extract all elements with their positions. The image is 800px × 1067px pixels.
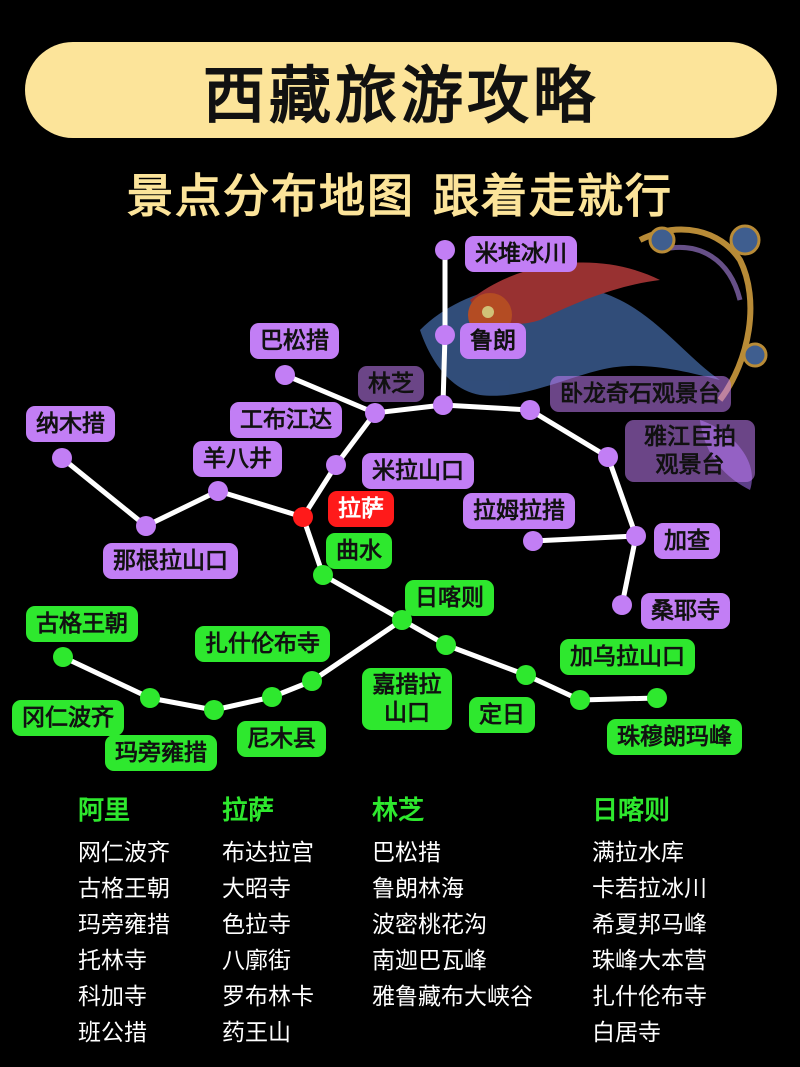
- title-banner: 西藏旅游攻略: [25, 42, 777, 138]
- list-item: 八廓街: [222, 948, 291, 974]
- label-ri-ka-ze[interactable]: 日喀则: [405, 580, 494, 616]
- stop-dot-mi-la[interactable]: [326, 455, 346, 475]
- stop-dot-yang-ba[interactable]: [208, 481, 228, 501]
- route-line-hub: [300, 410, 378, 578]
- region-column-ali: 阿里 网仁波齐 古格王朝 玛旁雍措 托林寺 科加寺 班公措: [78, 790, 170, 1051]
- label-mi-la[interactable]: 米拉山口: [362, 453, 474, 489]
- page-title: 西藏旅游攻略: [202, 59, 599, 132]
- route-line-lamu: [530, 533, 639, 544]
- label-ding-ri[interactable]: 定日: [469, 697, 535, 733]
- label-la-sa[interactable]: 拉萨: [328, 491, 394, 527]
- label-zha-shi[interactable]: 扎什伦布寺: [195, 626, 330, 662]
- stop-dot-zha-shi[interactable]: [302, 671, 322, 691]
- list-item: 卡若拉冰川: [592, 876, 707, 902]
- label-gang-ren[interactable]: 冈仁波齐: [12, 700, 124, 736]
- stop-dot-lu-lang[interactable]: [435, 325, 455, 345]
- list-item: 扎什伦布寺: [592, 984, 707, 1010]
- label-gu-ge[interactable]: 古格王朝: [26, 606, 138, 642]
- stop-dot-la-sa[interactable]: [293, 507, 313, 527]
- stop-dot-na-gen[interactable]: [136, 516, 156, 536]
- list-item: 白居寺: [592, 1020, 661, 1046]
- label-wo-long[interactable]: 卧龙奇石观景台: [550, 376, 731, 412]
- list-item: 满拉水库: [592, 840, 684, 866]
- region-column-rikaze: 日喀则 满拉水库 卡若拉冰川 希夏邦马峰 珠峰大本营 扎什伦布寺 白居寺: [592, 790, 707, 1051]
- region-heading: 阿里: [78, 796, 131, 826]
- list-item: 罗布林卡: [222, 984, 314, 1010]
- stop-dot-zhu-mu[interactable]: [647, 688, 667, 708]
- label-ni-mu[interactable]: 尼木县: [237, 721, 326, 757]
- list-item: 药王山: [222, 1020, 291, 1046]
- label-mi-dui[interactable]: 米堆冰川: [465, 236, 577, 272]
- region-column-lasa: 拉萨 布达拉宫 大昭寺 色拉寺 八廓街 罗布林卡 药王山: [222, 790, 314, 1051]
- region-heading: 日喀则: [592, 796, 671, 826]
- list-item: 巴松措: [372, 840, 441, 866]
- stop-dot-jia-cuo[interactable]: [436, 635, 456, 655]
- label-yang-ba[interactable]: 羊八井: [193, 441, 282, 477]
- label-jia-cha[interactable]: 加查: [654, 523, 720, 559]
- region-heading: 林芝: [372, 796, 425, 826]
- list-item: 玛旁雍措: [78, 912, 170, 938]
- label-jia-wu[interactable]: 加乌拉山口: [560, 639, 695, 675]
- stop-dot-jia-cha[interactable]: [626, 526, 646, 546]
- label-zhu-mu[interactable]: 珠穆朗玛峰: [607, 719, 742, 755]
- stop-dot-na-mu[interactable]: [52, 448, 72, 468]
- list-item: 古格王朝: [78, 876, 170, 902]
- stop-dot-ba-song[interactable]: [275, 365, 295, 385]
- stop-dot-qu-shui[interactable]: [313, 565, 333, 585]
- list-item: 大昭寺: [222, 876, 291, 902]
- list-item: 南迦巴瓦峰: [372, 948, 487, 974]
- list-item: 班公措: [78, 1020, 147, 1046]
- region-heading: 拉萨: [222, 796, 275, 826]
- list-item: 鲁朗林海: [372, 876, 464, 902]
- stop-dot-ding-ri[interactable]: [516, 665, 536, 685]
- list-item: 网仁波齐: [78, 840, 170, 866]
- stop-dot-sang-ye[interactable]: [612, 595, 632, 615]
- stop-dot-ya-jiang[interactable]: [598, 447, 618, 467]
- list-item: 色拉寺: [222, 912, 291, 938]
- label-na-mu[interactable]: 纳木措: [26, 406, 115, 442]
- page-subtitle: 景点分布地图 跟着走就行: [126, 169, 673, 223]
- label-na-gen[interactable]: 那根拉山口: [103, 543, 238, 579]
- stop-dot-gong-bu[interactable]: [365, 403, 385, 423]
- list-item: 珠峰大本营: [592, 948, 707, 974]
- stop-dot-mi-dui[interactable]: [435, 240, 455, 260]
- stop-dot-ri-ka-ze[interactable]: [392, 610, 412, 630]
- route-line-south: [320, 572, 660, 703]
- region-column-linzhi: 林芝 巴松措 鲁朗林海 波密桃花沟 南迦巴瓦峰 雅鲁藏布大峡谷: [372, 790, 533, 1015]
- label-lu-lang[interactable]: 鲁朗: [460, 323, 526, 359]
- label-qu-shui[interactable]: 曲水: [326, 533, 392, 569]
- list-item: 雅鲁藏布大峡谷: [372, 984, 533, 1010]
- label-lin-zhi[interactable]: 林芝: [358, 366, 424, 402]
- stop-dot-jia-wu[interactable]: [570, 690, 590, 710]
- stop-dot-lin-zhi[interactable]: [433, 395, 453, 415]
- stop-dot-la-mu[interactable]: [523, 531, 543, 551]
- label-sang-ye[interactable]: 桑耶寺: [641, 593, 730, 629]
- list-item: 科加寺: [78, 984, 147, 1010]
- list-item: 希夏邦马峰: [592, 912, 707, 938]
- label-la-mu[interactable]: 拉姆拉措: [463, 493, 575, 529]
- route-line-southwest: [60, 617, 405, 713]
- stop-dot-gu-ge[interactable]: [53, 647, 73, 667]
- stop-dot-wo-long[interactable]: [520, 400, 540, 420]
- stop-dot-gang-ren[interactable]: [140, 688, 160, 708]
- label-ya-jiang[interactable]: 雅江巨拍观景台: [625, 420, 755, 482]
- label-ma-pang[interactable]: 玛旁雍措: [105, 735, 217, 771]
- route-line-west: [59, 455, 306, 529]
- list-item: 托林寺: [78, 948, 147, 974]
- list-item: 布达拉宫: [222, 840, 314, 866]
- label-jia-cuo[interactable]: 嘉措拉山口: [362, 668, 452, 730]
- stop-dot-ni-mu[interactable]: [262, 687, 282, 707]
- label-gong-bu[interactable]: 工布江达: [230, 402, 342, 438]
- stop-markers: [52, 240, 667, 720]
- stop-dot-ma-pang[interactable]: [204, 700, 224, 720]
- list-item: 波密桃花沟: [372, 912, 487, 938]
- label-ba-song[interactable]: 巴松措: [250, 323, 339, 359]
